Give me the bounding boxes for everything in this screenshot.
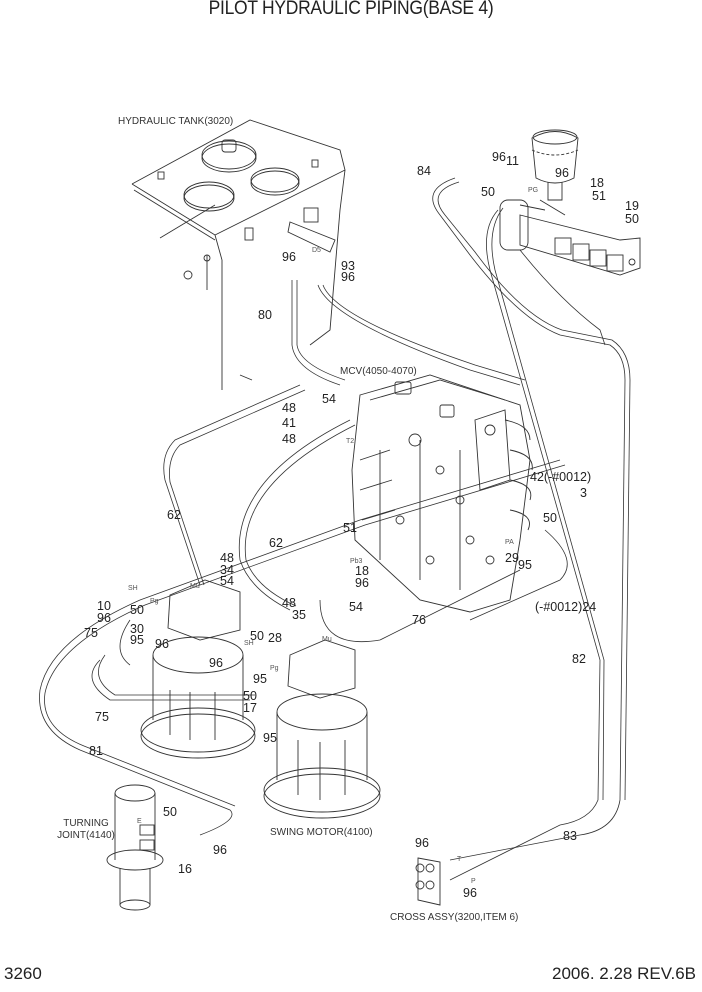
callout-3: 3 (580, 486, 587, 500)
swing-motor-label: SWING MOTOR(4100) (270, 827, 373, 838)
mcv-drawing (351, 374, 533, 613)
page-number: 3260 (4, 964, 42, 983)
callout-34: 34 (220, 563, 234, 577)
callout-18: 18 (355, 564, 369, 578)
cross-assy-label: CROSS ASSY(3200,ITEM 6) (390, 912, 519, 923)
page-title: PILOT HYDRAULIC PIPING(BASE 4) (208, 0, 494, 19)
swing-motor-left-drawing (140, 579, 256, 759)
callout-95: 95 (253, 672, 267, 686)
callout-50: 50 (163, 805, 177, 819)
callout-96: 96 (492, 150, 506, 164)
callout-48: 48 (282, 401, 296, 415)
callout-96: 96 (555, 166, 569, 180)
port-mu-left: Mu (190, 583, 200, 590)
callout-96: 96 (97, 611, 111, 625)
mcv-label: MCV(4050-4070) (340, 366, 417, 377)
cross-assy-drawing (415, 857, 441, 906)
callout-51: 51 (343, 521, 357, 535)
callout-75: 75 (95, 710, 109, 724)
callout-62: 62 (269, 536, 283, 550)
callout-50: 50 (625, 212, 639, 226)
callout-16: 16 (178, 862, 192, 876)
callout-48: 48 (282, 596, 296, 610)
port-pa: PA (505, 539, 514, 546)
callout-84: 84 (417, 164, 431, 178)
callout-48: 48 (282, 432, 296, 446)
port-t: T (457, 856, 462, 863)
callout-50: 50 (543, 511, 557, 525)
hoses (39, 177, 631, 881)
callout-96: 96 (282, 250, 296, 264)
callout-10: 10 (97, 599, 111, 613)
hydraulic-tank-drawing (131, 119, 346, 390)
port-e: E (137, 818, 142, 825)
callout-95: 95 (518, 558, 532, 572)
callout-96: 96 (341, 270, 355, 284)
callout-50: 50 (481, 185, 495, 199)
callout-95: 95 (263, 731, 277, 745)
callout-41: 41 (282, 416, 296, 430)
port-t2: T2 (346, 438, 355, 445)
turning-joint-drawing (106, 784, 164, 911)
callout-96: 96 (463, 886, 477, 900)
callout-50: 50 (243, 689, 257, 703)
solenoid-valve-block-drawing (499, 129, 641, 276)
callout-75: 75 (84, 626, 98, 640)
port-pg-right: Pg (270, 665, 279, 672)
callout-24: (-#0012)24 (535, 600, 597, 614)
hydraulic-tank-label: HYDRAULIC TANK(3020) (118, 116, 234, 127)
turning-joint-label-line2: JOINT(4140) (57, 830, 115, 841)
port-d5: D5 (312, 247, 321, 254)
port-pg-top: PG (528, 187, 539, 194)
port-mu-right: Mu (322, 636, 332, 643)
callout-50: 50 (250, 629, 264, 643)
callout-50: 50 (130, 603, 144, 617)
callout-96: 96 (355, 576, 369, 590)
callout-35: 35 (292, 608, 306, 622)
port-pb3: Pb3 (350, 558, 363, 565)
callout-93: 93 (341, 259, 355, 273)
callout-96: 96 (209, 656, 223, 670)
callout-96: 96 (415, 836, 429, 850)
callout-81: 81 (89, 744, 103, 758)
callout-48: 48 (220, 551, 234, 565)
callout-83: 83 (563, 829, 577, 843)
callout-17: 17 (243, 701, 257, 715)
callout-18: 18 (590, 176, 604, 190)
callout-11: 11 (506, 154, 519, 168)
callout-29: 29 (505, 551, 519, 565)
callout-51: 51 (592, 189, 606, 203)
callout-95: 95 (130, 633, 144, 647)
callout-54: 54 (322, 392, 336, 406)
port-p: P (471, 878, 476, 885)
port-sh-left: SH (128, 585, 138, 592)
callout-96: 96 (213, 843, 227, 857)
swing-motor-right-drawing (263, 639, 381, 819)
port-sh-right: SH (244, 640, 254, 647)
callout-62: 62 (167, 508, 181, 522)
port-pg-left: Pg (150, 598, 159, 605)
callout-54: 54 (220, 574, 234, 588)
turning-joint-label-line1: TURNING (63, 818, 109, 829)
revision-date: 2006. 2.28 REV.6B (552, 964, 696, 983)
callout-96: 96 (155, 637, 169, 651)
callout-19: 19 (625, 199, 639, 213)
callout-80: 80 (258, 308, 272, 322)
callout-30: 30 (130, 622, 144, 636)
callout-42: 42(-#0012) (530, 470, 592, 484)
callout-76: 76 (412, 613, 426, 627)
callout-82: 82 (572, 652, 586, 666)
callout-28: 28 (268, 631, 282, 645)
callout-54: 54 (349, 600, 363, 614)
